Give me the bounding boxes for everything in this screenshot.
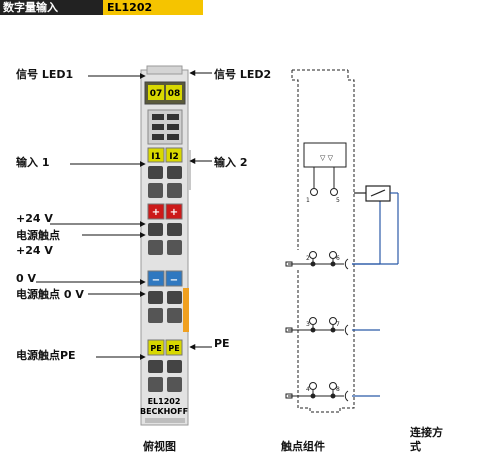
led-box: ▽ ▽ [303, 142, 347, 196]
pin-5: 5 [336, 197, 340, 204]
power-contact-0v-label: 电源触点 0 V [16, 288, 84, 301]
led2 [166, 85, 182, 100]
pin-2: 2 [306, 255, 310, 262]
led1-text: 07 [150, 89, 163, 99]
i2-text: I2 [169, 152, 179, 162]
pin-6: 6 [336, 255, 340, 262]
top-view-caption: 俯视图 [143, 440, 176, 453]
power-contact-label: 电源触点 [16, 229, 60, 242]
model-title: EL1202 [103, 0, 203, 15]
category-title: 数字量输入 [0, 0, 103, 15]
minus1-text: − [152, 275, 160, 286]
plus1-text: + [152, 207, 160, 218]
pe1-text: PE [150, 344, 161, 353]
pin-7: 7 [336, 321, 340, 328]
zero-v-label: 0 V [16, 272, 36, 285]
pin-8: 8 [336, 386, 340, 393]
connection-wiring [352, 185, 399, 397]
input1-label: 输入 1 [16, 156, 50, 169]
model-text: EL1202 [148, 397, 181, 406]
side-orange-contact [183, 288, 189, 332]
pin-4: 4 [306, 386, 310, 393]
pin-3: 3 [306, 321, 310, 328]
led2-text: 08 [168, 89, 181, 99]
contact-assembly [291, 69, 355, 413]
contact-rows [285, 251, 349, 402]
signal-led2-label: 信号 LED2 [214, 68, 272, 81]
plus24-label-a: +24 V [16, 212, 53, 225]
connection-method-caption: 连接方式 [410, 426, 443, 453]
svg-text:▽ ▽: ▽ ▽ [320, 154, 334, 162]
plus2-text: + [170, 207, 178, 218]
minus2-text: − [170, 275, 178, 286]
i1-text: I1 [151, 152, 161, 162]
contact-assembly-caption: 触点组件 [281, 440, 325, 453]
led1 [148, 85, 164, 100]
pin-1: 1 [306, 197, 310, 204]
terminal-body: 07 08 I1 I2 + + − − [140, 65, 191, 426]
pe2-text: PE [168, 344, 179, 353]
power-contact-pe-label: 电源触点PE [16, 349, 76, 362]
plus24-label-b: +24 V [16, 244, 53, 257]
input2-label: 输入 2 [214, 156, 248, 169]
signal-led1-label: 信号 LED1 [16, 68, 74, 81]
brand-text: BECKHOFF [140, 407, 188, 416]
pe-label: PE [214, 337, 230, 350]
